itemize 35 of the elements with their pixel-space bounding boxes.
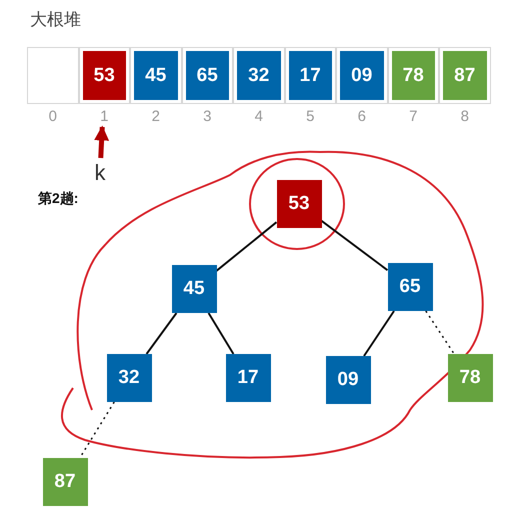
heap-node: 87 <box>42 458 88 506</box>
heap-node: 32 <box>106 354 152 402</box>
value-square: 45 <box>134 51 178 100</box>
heap-node: 17 <box>226 354 270 402</box>
tree-edge <box>363 310 395 357</box>
pointer-label: k <box>88 158 112 188</box>
heap-node: 45 <box>172 265 216 313</box>
value-square: 87 <box>443 51 486 100</box>
value-square: 53 <box>82 51 126 100</box>
value-square: 78 <box>392 51 435 100</box>
tree-edge <box>146 312 178 355</box>
value-square: 65 <box>186 51 229 100</box>
index-label: 0 <box>48 108 58 125</box>
heap-node: 78 <box>448 354 492 402</box>
value-square: 32 <box>237 51 280 100</box>
step-label: 第2趟: <box>38 190 78 208</box>
index-label: 7 <box>408 108 418 125</box>
tree-edge <box>208 312 234 355</box>
heap-node: 53 <box>276 180 322 228</box>
tree-edge <box>320 220 388 271</box>
dotted-line <box>425 310 455 354</box>
value-square: 17 <box>288 51 332 100</box>
index-label: 4 <box>254 108 264 125</box>
index-label: 5 <box>305 108 316 125</box>
index-label: 1 <box>99 108 110 125</box>
arrow <box>94 126 110 158</box>
index-label: 8 <box>460 108 470 125</box>
value-square: 09 <box>340 51 384 100</box>
heap-node: 09 <box>326 356 370 404</box>
title: 大根堆 <box>30 9 81 31</box>
index-label: 3 <box>202 108 212 125</box>
heap-node: 65 <box>388 263 432 311</box>
tree-edge <box>216 221 278 272</box>
index-label: 6 <box>356 108 367 125</box>
index-label: 2 <box>150 108 161 125</box>
